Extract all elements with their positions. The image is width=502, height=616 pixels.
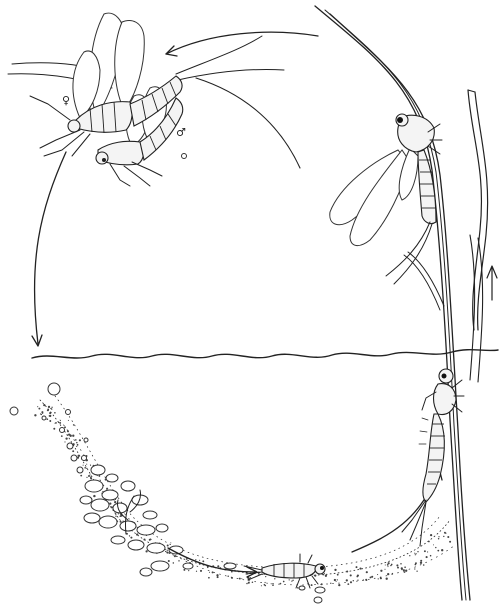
eggs-sinking: [10, 383, 88, 473]
stone-pile: [80, 465, 325, 603]
female-symbol-icon: ♂: [176, 126, 186, 139]
adult-mayfly-on-reed: [330, 114, 442, 284]
male-symbol-icon: ♀: [62, 94, 70, 107]
water-surface-line: [32, 350, 498, 358]
nymph-climbing-reed: [402, 369, 464, 546]
reed-plant: [315, 6, 488, 600]
